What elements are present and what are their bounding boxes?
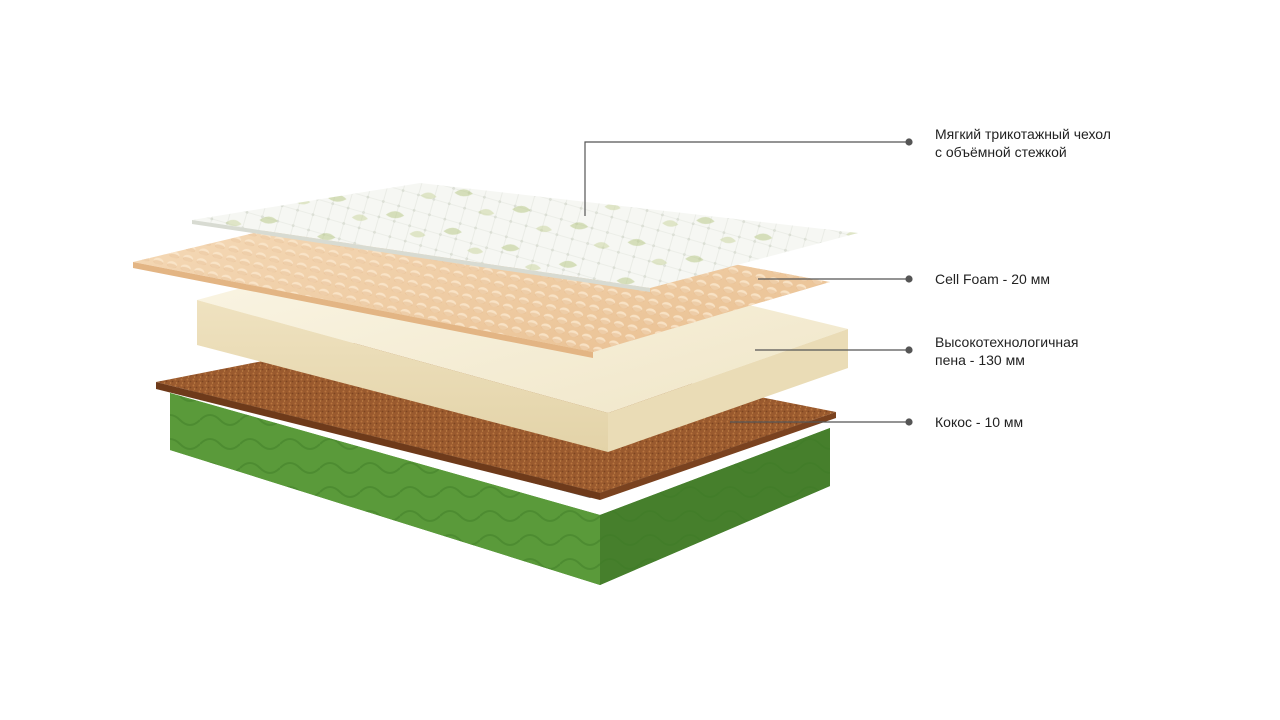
leader-lines (584, 141, 909, 423)
label-hr-foam-line-2: пена - 130 мм (935, 352, 1025, 368)
leader-dot-hr-foam (905, 346, 913, 354)
label-hr-foam: Высокотехнологичная пена - 130 мм (935, 333, 1078, 369)
label-cover-line-1: Мягкий трикотажный чехол (935, 126, 1111, 142)
label-coconut-line-1: Кокос - 10 мм (935, 414, 1024, 430)
leader-dots (905, 138, 913, 426)
leader-dot-cover (905, 138, 913, 146)
label-cover-line-2: с объёмной стежкой (935, 144, 1067, 160)
leader-dot-cell-foam (905, 275, 913, 283)
quilted-cover-layer (192, 183, 858, 292)
leader-line-cover (584, 141, 909, 216)
label-cell-foam-line-1: Cell Foam - 20 мм (935, 271, 1050, 287)
label-coconut: Кокос - 10 мм (935, 413, 1023, 431)
label-cover: Мягкий трикотажный чехол с объёмной стеж… (935, 125, 1111, 161)
label-cell-foam: Cell Foam - 20 мм (935, 270, 1050, 288)
label-hr-foam-line-1: Высокотехнологичная (935, 334, 1079, 350)
leader-dot-coconut (905, 418, 913, 426)
